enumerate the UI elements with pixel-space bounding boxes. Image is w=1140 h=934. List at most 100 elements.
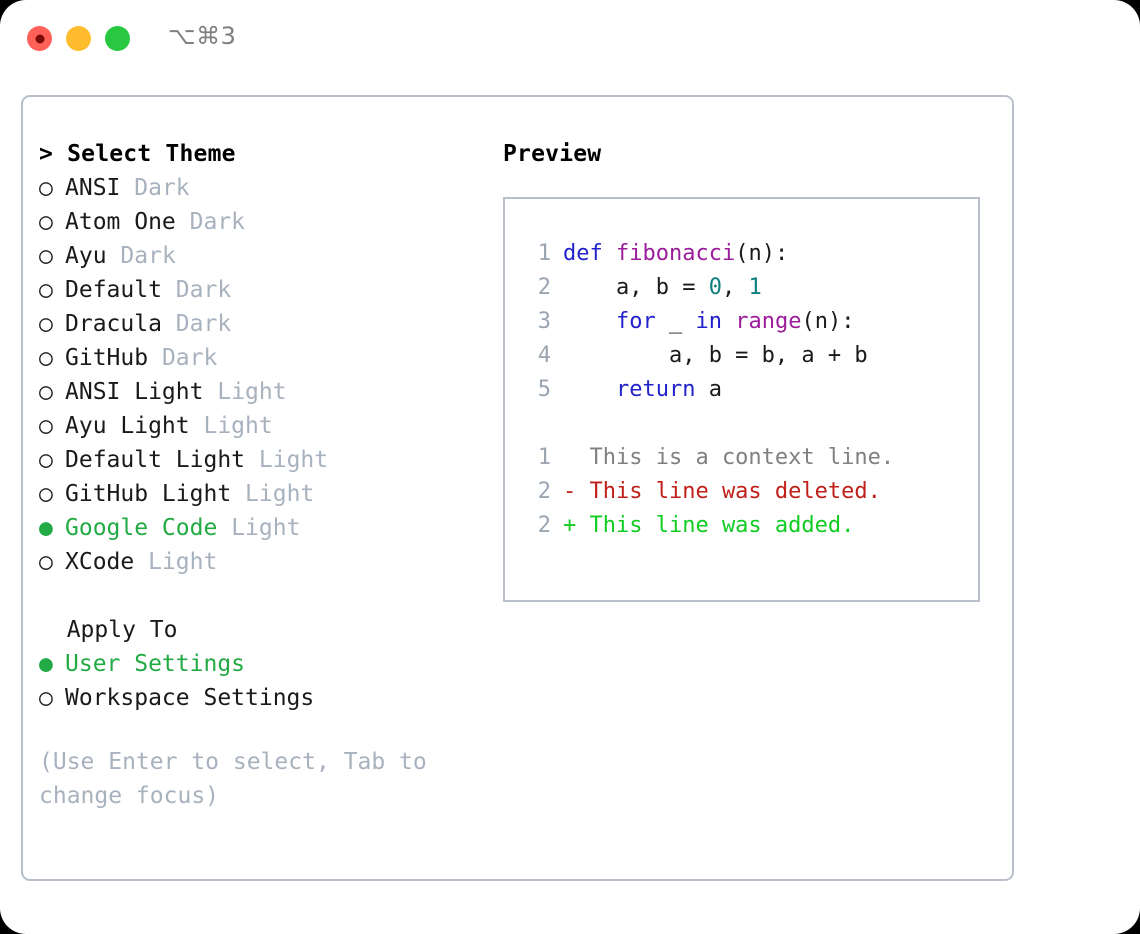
- theme-name-label: Google Code: [65, 515, 218, 541]
- theme-list-item[interactable]: ○ Atom One Dark: [39, 205, 469, 239]
- minimize-button[interactable]: [66, 26, 91, 51]
- theme-list-item[interactable]: ○ GitHub Light Light: [39, 477, 469, 511]
- theme-list-item[interactable]: ○ Default Light Light: [39, 443, 469, 477]
- preview-title: Preview: [503, 141, 602, 167]
- code-token: fibonacci: [616, 241, 736, 266]
- keyboard-hint-text: (Use Enter to select, Tab to change focu…: [39, 749, 441, 809]
- apply-to-option[interactable]: ● User Settings: [39, 647, 469, 681]
- code-token: (n):: [735, 241, 789, 266]
- theme-variant-tag: Light: [148, 549, 218, 575]
- theme-variant-tag: Light: [231, 515, 301, 541]
- code-token: return: [615, 377, 696, 402]
- apply-to-option[interactable]: ○ Workspace Settings: [39, 681, 469, 715]
- theme-name-label: Ayu Light: [65, 413, 190, 439]
- code-token: range: [735, 309, 802, 334]
- theme-list-item[interactable]: ○ ANSI Dark: [39, 171, 469, 205]
- line-number: 1: [537, 241, 551, 266]
- radio-unselected-icon: ○: [39, 549, 67, 575]
- theme-variant-tag: Dark: [175, 311, 232, 337]
- theme-list-item[interactable]: ○ XCode Light: [39, 545, 469, 579]
- main-window-frame: > Select Theme ○ ANSI Dark○ Atom One Dar…: [21, 95, 1014, 881]
- code-token: a, b = b, a + b: [563, 343, 868, 368]
- line-number: 1: [537, 445, 551, 470]
- radio-unselected-icon: ○: [39, 481, 67, 507]
- radio-unselected-icon: ○: [39, 447, 67, 473]
- diff-text: This is a context line.: [563, 445, 895, 470]
- label-separator: [203, 379, 217, 405]
- theme-list-item[interactable]: ○ GitHub Dark: [39, 341, 469, 375]
- code-line: 4 a, b = b, a + b: [521, 339, 978, 373]
- theme-list: ○ ANSI Dark○ Atom One Dark○ Ayu Dark○ De…: [39, 171, 469, 579]
- theme-list-item[interactable]: ● Google Code Light: [39, 511, 469, 545]
- theme-name-label: GitHub Light: [65, 481, 232, 507]
- radio-unselected-icon: ○: [39, 277, 67, 303]
- radio-selected-icon: ●: [39, 515, 67, 541]
- code-token: [603, 241, 616, 266]
- theme-list-item[interactable]: ○ Dracula Dark: [39, 307, 469, 341]
- theme-variant-tag: Dark: [161, 345, 218, 371]
- label-separator: [162, 277, 176, 303]
- theme-variant-tag: Light: [245, 481, 315, 507]
- theme-name-label: Default: [65, 277, 162, 303]
- line-number: 5: [537, 377, 551, 402]
- theme-panel-header: > Select Theme: [39, 141, 236, 167]
- apply-to-label: Workspace Settings: [65, 685, 315, 711]
- code-token: ,: [721, 275, 749, 300]
- code-token: 1: [748, 275, 762, 300]
- code-line: 3 for _ in range(n):: [521, 305, 978, 339]
- label-separator: [217, 515, 231, 541]
- code-line: 2 a, b = 0, 1: [521, 271, 978, 305]
- line-number: 2: [537, 275, 551, 300]
- code-diff-spacer: [521, 407, 978, 441]
- theme-list-item[interactable]: ○ Ayu Light Light: [39, 409, 469, 443]
- line-number: 2: [537, 513, 551, 538]
- code-token: [563, 309, 616, 334]
- radio-unselected-icon: ○: [39, 345, 67, 371]
- close-button[interactable]: [27, 26, 52, 51]
- diff-sample: 1 This is a context line.2- This line wa…: [521, 441, 978, 543]
- label-separator: [162, 311, 176, 337]
- theme-name-label: Dracula: [65, 311, 162, 337]
- theme-variant-tag: Dark: [134, 175, 190, 201]
- window-controls: [27, 26, 130, 51]
- theme-variant-tag: Dark: [120, 243, 176, 269]
- theme-list-item[interactable]: ○ Default Dark: [39, 273, 469, 307]
- theme-name-label: Default Light: [65, 447, 246, 473]
- code-token: [722, 309, 735, 334]
- code-token: [563, 377, 616, 402]
- code-token: def: [563, 241, 603, 266]
- radio-unselected-icon: ○: [39, 311, 67, 337]
- apply-to-header: Apply To: [39, 617, 178, 643]
- radio-selected-icon: ●: [39, 651, 67, 677]
- line-number: 3: [537, 309, 551, 334]
- apply-to-list: ● User Settings○ Workspace Settings: [39, 647, 469, 715]
- code-token: a: [695, 377, 722, 402]
- theme-list-item[interactable]: ○ Ayu Dark: [39, 239, 469, 273]
- theme-name-label: ANSI Light: [65, 379, 204, 405]
- recording-indicator-icon: [35, 34, 44, 43]
- radio-unselected-icon: ○: [39, 413, 67, 439]
- theme-name-label: ANSI: [65, 175, 121, 201]
- theme-variant-tag: Light: [203, 413, 273, 439]
- label-separator: [107, 243, 121, 269]
- code-line: 5 return a: [521, 373, 978, 407]
- radio-unselected-icon: ○: [39, 175, 67, 201]
- theme-name-label: Atom One: [65, 209, 176, 235]
- diff-text: - This line was deleted.: [563, 479, 881, 504]
- label-separator: [120, 175, 134, 201]
- theme-name-label: XCode: [65, 549, 135, 575]
- diff-text: + This line was added.: [563, 513, 855, 538]
- section-spacer: [39, 579, 469, 613]
- label-separator: [245, 447, 259, 473]
- code-token: in: [695, 309, 722, 334]
- line-number: 4: [537, 343, 551, 368]
- theme-list-item[interactable]: ○ ANSI Light Light: [39, 375, 469, 409]
- theme-variant-tag: Light: [217, 379, 287, 405]
- diff-line: 2- This line was deleted.: [521, 475, 978, 509]
- maximize-button[interactable]: [105, 26, 130, 51]
- theme-variant-tag: Light: [258, 447, 329, 473]
- theme-variant-tag: Dark: [175, 277, 232, 303]
